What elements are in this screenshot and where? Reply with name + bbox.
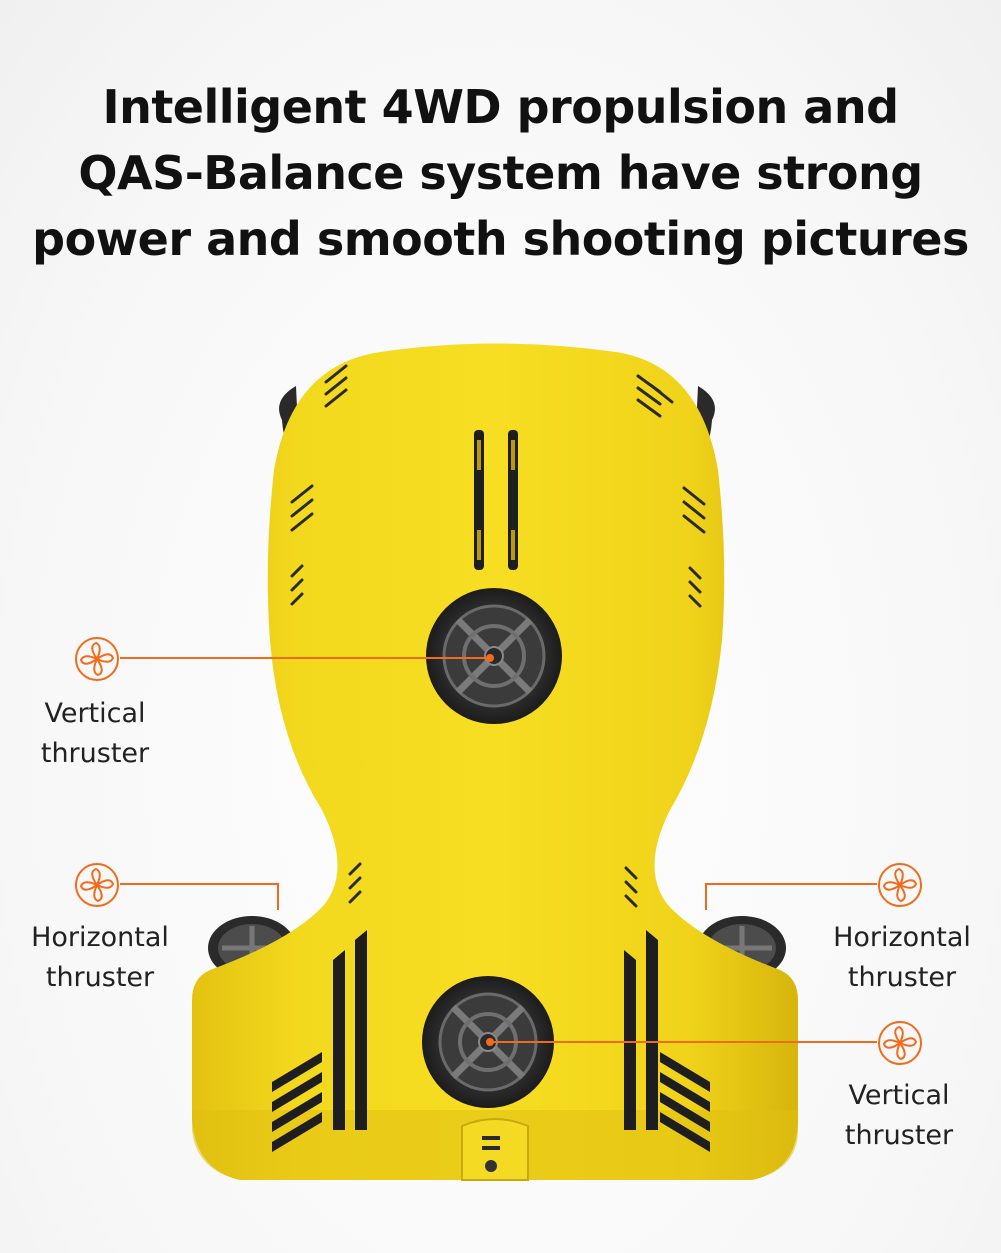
fan-icon [75, 863, 119, 907]
callout-line-2: thruster [844, 1120, 954, 1151]
callout-horizontal-thruster-left: Horizontal thruster [10, 918, 190, 998]
callout-line-1: Vertical [848, 1080, 950, 1111]
fan-icon [75, 637, 119, 681]
callout-line-1: Horizontal [31, 922, 169, 953]
callout-line-2: thruster [40, 738, 150, 769]
upper-vertical-thruster [426, 588, 562, 724]
headline-line-2: QAS-Balance system have strong [78, 146, 923, 200]
tether-clip [461, 1118, 529, 1181]
callout-line-2: thruster [847, 962, 957, 993]
headline-line-1: Intelligent 4WD propulsion and [102, 80, 899, 134]
side-grooves [290, 364, 706, 908]
callout-line-1: Vertical [44, 698, 146, 729]
fan-icon [878, 1021, 922, 1065]
top-vents [474, 430, 518, 570]
headline-line-3: power and smooth shooting pictures [32, 212, 969, 266]
callout-horizontal-thruster-right: Horizontal thruster [812, 918, 992, 998]
callout-vertical-thruster-top: Vertical thruster [20, 694, 170, 774]
callout-line-1: Horizontal [833, 922, 971, 953]
callout-lines [120, 657, 877, 1043]
headline: Intelligent 4WD propulsion and QAS-Balan… [0, 74, 1001, 272]
callout-vertical-thruster-bottom: Vertical thruster [824, 1076, 974, 1156]
fan-icon [878, 863, 922, 907]
lower-vents [333, 930, 658, 1130]
lower-stripes [272, 1052, 710, 1152]
callout-line-2: thruster [45, 962, 155, 993]
